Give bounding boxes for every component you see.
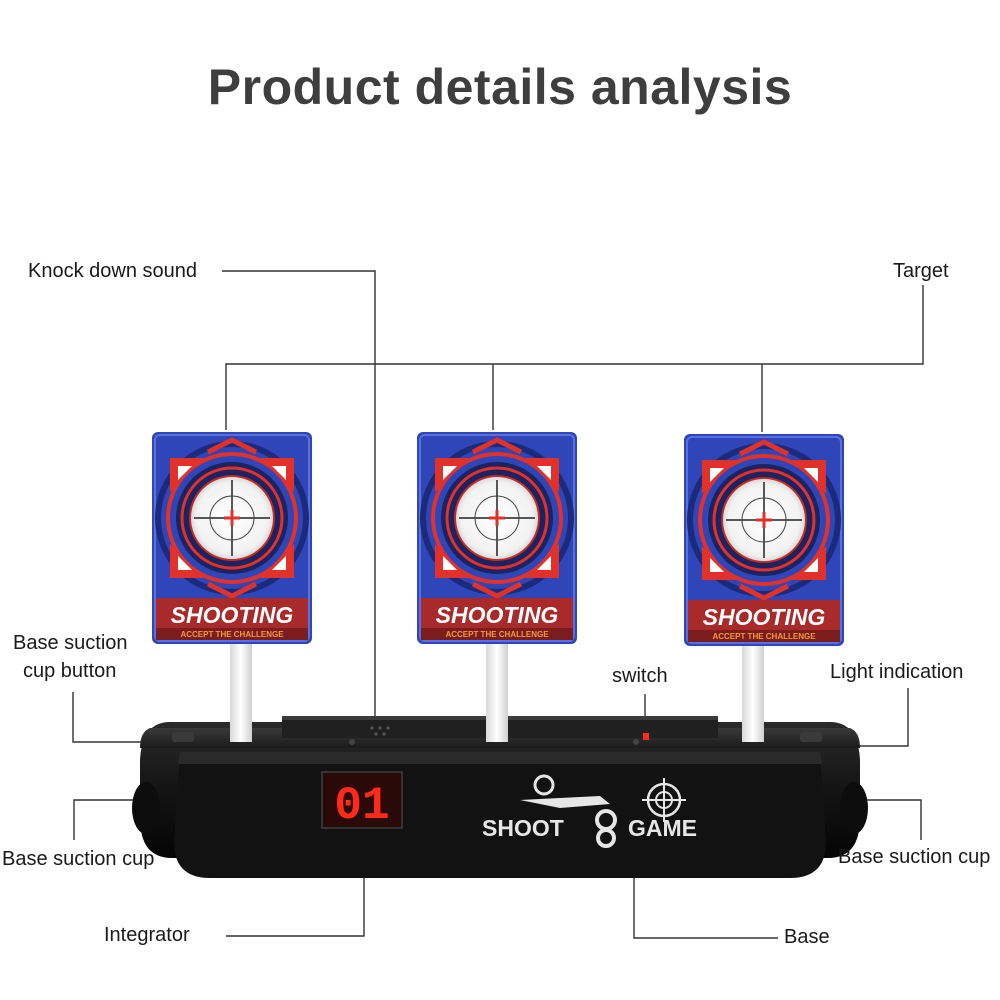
callout-base-suction-cup-left: Base suction cup bbox=[2, 848, 155, 870]
leader-suction-cup-button bbox=[72, 692, 170, 743]
target-left-tagline: ACCEPT THE CHALLENGE bbox=[180, 630, 284, 639]
brand-right: GAME bbox=[628, 815, 697, 841]
brand-left: SHOOT bbox=[482, 815, 564, 841]
score-display: 01 bbox=[321, 771, 403, 832]
callout-base-suction-cup-button-line1: Base suction bbox=[13, 632, 128, 654]
shoot-game-logo: SHOOT GAME bbox=[482, 774, 697, 848]
left-suction-cup bbox=[132, 782, 160, 834]
leader-suction-cup-right bbox=[850, 799, 922, 840]
callout-switch: switch bbox=[612, 665, 668, 687]
target-left-label: SHOOTING bbox=[171, 602, 294, 628]
page-title: Product details analysis bbox=[207, 59, 793, 115]
callout-base-suction-cup-button-line2: cup button bbox=[23, 660, 117, 682]
left-suction-button bbox=[172, 732, 194, 742]
leader-knock-down-sound bbox=[222, 270, 376, 722]
indicator-light bbox=[643, 733, 649, 740]
callout-base: Base bbox=[784, 926, 830, 948]
target-middle-tagline: ACCEPT THE CHALLENGE bbox=[445, 630, 549, 639]
callout-light-indication: Light indication bbox=[830, 661, 964, 683]
callout-integrator: Integrator bbox=[104, 924, 190, 946]
power-switch bbox=[633, 739, 639, 745]
leader-suction-cup-left bbox=[73, 799, 150, 840]
leader-target bbox=[225, 285, 924, 430]
right-suction-button bbox=[800, 732, 822, 742]
target-middle-label: SHOOTING bbox=[436, 602, 559, 628]
target-right-tagline: ACCEPT THE CHALLENGE bbox=[712, 632, 816, 641]
callout-knock-down-sound: Knock down sound bbox=[28, 260, 198, 282]
callout-base-suction-cup-right: Base suction cup bbox=[838, 846, 991, 868]
target-right-label: SHOOTING bbox=[703, 604, 826, 630]
target-poles bbox=[230, 640, 764, 742]
callout-target: Target bbox=[893, 260, 949, 282]
score-value: 01 bbox=[334, 780, 389, 832]
right-suction-cup bbox=[840, 782, 868, 834]
speaker-grille bbox=[370, 726, 390, 736]
